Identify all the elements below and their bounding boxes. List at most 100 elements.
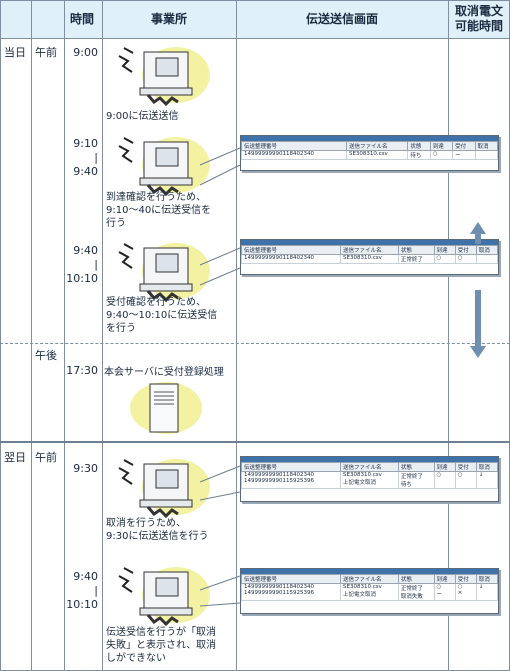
panel-table: 伝送整理番号 送信ファイル名 状態 到達 受付 取消 1499999999011… (241, 574, 499, 601)
col-header: 送信ファイル名 (340, 245, 399, 255)
header-row (0, 0, 510, 38)
table-cell: ○ ー (433, 583, 456, 601)
col-header: 伝送整理番号 (241, 574, 341, 584)
table-cell: 14999999990118402340 (241, 254, 341, 264)
time-label: 9:40 | 10:10 (66, 570, 98, 611)
step-caption: 伝送受信を行うが「取消 失敗」と表示され、取消 しができない (106, 627, 217, 664)
day-label-2: 翌日 (4, 451, 26, 464)
col-header: 状態 (397, 574, 435, 584)
step-caption: 受付確認を行うため、 9:40～10:10に伝送受信 を行う (106, 297, 218, 334)
panel-table: 伝送整理番号 送信ファイル名 状態 到達 受付 取消 1499999999011… (241, 462, 499, 489)
panel-header-row: 伝送整理番号 送信ファイル名 状態 到達 受付 取消 (241, 462, 499, 472)
col-header: 状態 (407, 141, 431, 151)
col-header: 取消 (475, 574, 499, 584)
computer-illustration (118, 567, 210, 627)
col-header: 到達 (433, 462, 456, 472)
grid-line (0, 0, 1, 671)
panel-header-row: 伝送整理番号 送信ファイル名 状態 到達 受付 取消 (241, 574, 499, 584)
step-caption: 到達確認を行うため、 9:10～40に伝送受信を 行う (106, 192, 212, 229)
table-cell: 14999999990118402340 1499999999011592539… (241, 471, 341, 489)
col-header: 伝送整理番号 (241, 462, 341, 472)
table-cell: ↓ (475, 471, 499, 489)
table-row: 14999999990118402340 SE308310.csv 正常終了 ○… (241, 254, 499, 264)
table-cell: ○ (454, 471, 477, 489)
table-row: 14999999990118402340 1499999999011592539… (241, 583, 499, 601)
transmission-panel: 伝送整理番号 送信ファイル名 状態 到達 受付 取消 1499999999011… (240, 568, 499, 614)
table-cell: SE308310.csv (345, 150, 409, 160)
period-label-am-2: 午前 (35, 451, 57, 464)
computer-illustration (118, 243, 210, 303)
transmission-panel: 伝送整理番号 送信ファイル名 状態 到達 受付 取消 1499999999011… (240, 456, 499, 502)
day-divider (0, 441, 510, 443)
cancel-window-arrow (470, 222, 486, 358)
step-caption: 取消を行うため、 9:30に伝送送信を行う (106, 518, 209, 542)
server-illustration (130, 382, 202, 434)
table-row: 14999999990118402340 1499999999011592539… (241, 471, 499, 489)
table-cell: SE308310.csv (340, 254, 399, 264)
grid-line (0, 0, 510, 1)
col-header: 状態 (397, 245, 435, 255)
grid-line (64, 0, 65, 671)
computer-illustration (118, 137, 210, 197)
col-header: 受付 (454, 462, 477, 472)
panel-titlebar (241, 136, 498, 141)
col-header: 伝送整理番号 (241, 141, 347, 151)
computer-illustration (118, 459, 210, 519)
step-caption: 本会サーバに受付登録処理 (104, 367, 224, 378)
table-cell (475, 254, 499, 264)
day-label-1: 当日 (4, 46, 26, 59)
grid-line (236, 0, 237, 671)
time-label: 9:30 (73, 462, 98, 475)
table-row: 1499999999011840234​0 SE308310.csv 待ち ○ … (241, 150, 499, 160)
table-cell: 正常終了 取消失敗 (397, 583, 435, 601)
col-header: 伝送整理番号 (241, 245, 341, 255)
col-header: 送信ファイル名 (345, 141, 409, 151)
table-cell: SE308310.csv 上記電文取消 (340, 583, 399, 601)
col-header: 送信ファイル名 (340, 574, 399, 584)
table-cell: 14999999990118402340 1499999999011592539… (241, 583, 341, 601)
transmission-panel: 伝送整理番号 送信ファイル名 状態 到達 受付 取消 1499999999011… (240, 239, 499, 275)
panel-table: 伝送整理番号 送信ファイル名 状態 到達 受付 取消 1499999999011… (241, 245, 499, 264)
col-header: 取消 (474, 141, 499, 151)
header-office: 事業所 (150, 12, 187, 26)
grid-line (102, 0, 103, 671)
table-cell: 正常終了 待ち (397, 471, 435, 489)
grid-line (31, 0, 32, 671)
table-cell: ○ (433, 471, 456, 489)
col-header: 状態 (397, 462, 435, 472)
col-header: 取消 (475, 245, 499, 255)
col-header: 到達 (429, 141, 454, 151)
table-cell: ○ × (454, 583, 477, 601)
table-cell: SE308310.csv 上記電文取消 (340, 471, 399, 489)
computer-illustration (118, 47, 210, 107)
grid-line (448, 0, 449, 671)
panel-titlebar (241, 569, 498, 574)
table-cell: ○ (433, 254, 456, 264)
panel-titlebar (241, 457, 498, 462)
table-cell: ー (452, 150, 476, 160)
table-cell: 正常終了 (397, 254, 435, 264)
time-label: 9:40 | 10:10 (66, 244, 98, 285)
col-header: 到達 (433, 245, 456, 255)
panel-titlebar (241, 240, 498, 245)
col-header: 取消 (475, 462, 499, 472)
dashed-divider (0, 343, 510, 344)
col-header: 送信ファイル名 (340, 462, 399, 472)
step-caption: 9:00に伝送送信 (106, 111, 179, 122)
time-label: 9:10 | 9:40 (73, 137, 98, 178)
table-cell: 待ち (407, 150, 431, 160)
grid-line (0, 38, 510, 39)
panel-header-row: 伝送整理番号 送信ファイル名 状態 到達 受付 取消 (241, 141, 499, 151)
table-cell: 1499999999011840234​0 (241, 150, 347, 160)
col-header: 到達 (433, 574, 456, 584)
period-label-am-1: 午前 (35, 46, 57, 59)
time-label: 17:30 (66, 364, 98, 377)
table-cell: ↓ (475, 583, 499, 601)
period-label-pm-1: 午後 (35, 349, 57, 362)
header-screen: 伝送送信画面 (305, 12, 378, 26)
table-cell (474, 150, 499, 160)
time-label: 9:00 (73, 46, 98, 59)
panel-table: 伝送整理番号 送信ファイル名 状態 到達 受付 取消 1499999999011… (241, 141, 499, 160)
panel-header-row: 伝送整理番号 送信ファイル名 状態 到達 受付 取消 (241, 245, 499, 255)
